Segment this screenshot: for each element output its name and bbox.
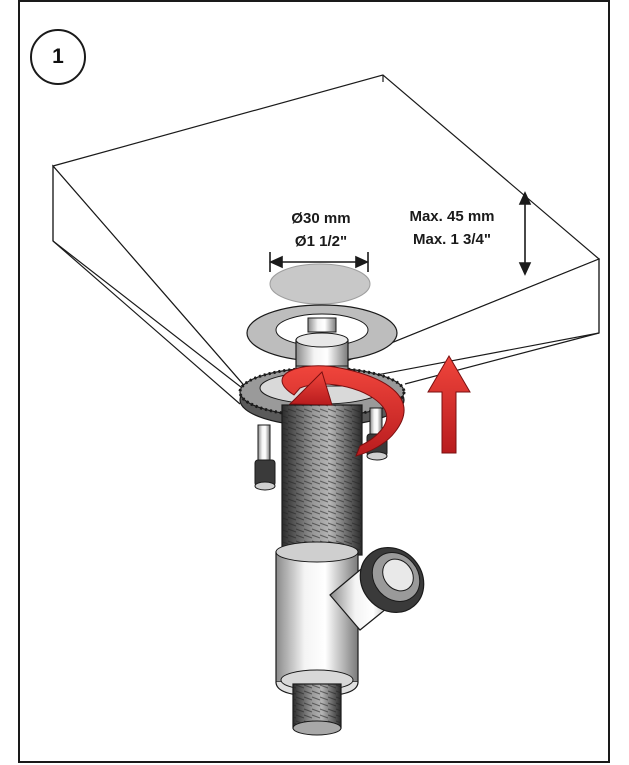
bottom-threaded-outlet — [280, 669, 354, 736]
hole-diameter-dimension — [269, 252, 369, 272]
step-number: 1 — [52, 45, 64, 68]
thickness-dimension — [518, 191, 532, 276]
step-number-badge: 1 — [30, 29, 86, 85]
rotate-arrow-icon — [281, 365, 405, 457]
countertop-hole — [269, 263, 371, 305]
max-thickness-imperial: Max. 1 3/4" — [413, 231, 491, 248]
hole-diameter-metric: Ø30 mm — [291, 210, 350, 227]
countertop-slab — [51, 74, 601, 405]
threaded-body — [281, 404, 363, 556]
max-thickness-metric: Max. 45 mm — [409, 208, 494, 225]
upper-nut — [295, 317, 349, 369]
up-arrow-icon — [427, 355, 471, 454]
hole-diameter-imperial: Ø1 1/2" — [295, 233, 347, 250]
left-screw — [254, 424, 276, 491]
side-outlet-connector — [329, 546, 425, 631]
